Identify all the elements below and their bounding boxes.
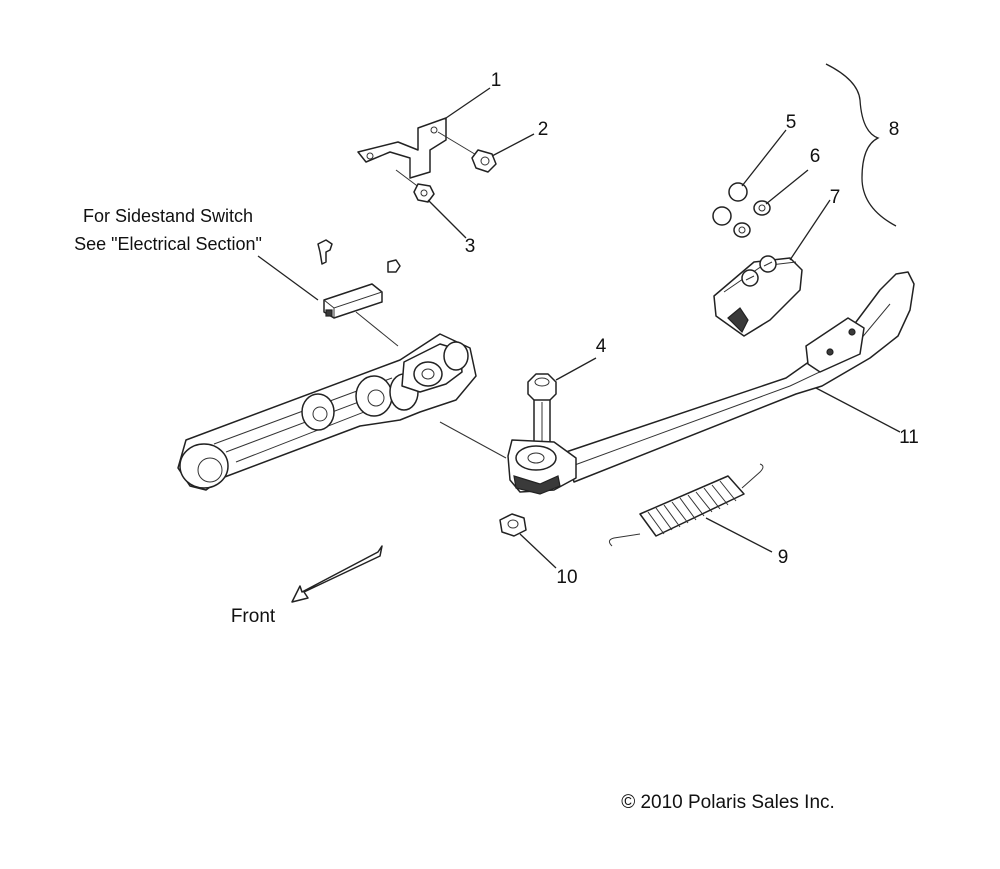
part-spring	[608, 463, 764, 547]
note-line-1: For Sidestand Switch	[83, 206, 253, 226]
callout-10: 10	[556, 567, 577, 588]
leader-lines	[257, 87, 901, 569]
part-bolt-3	[395, 169, 435, 203]
part-foot-pad	[713, 255, 803, 337]
note-line-2: See "Electrical Section"	[74, 234, 262, 254]
callout-11: 11	[899, 427, 919, 448]
callout-8: 8	[889, 119, 900, 140]
part-bracket	[357, 117, 447, 179]
callout-4: 4	[596, 336, 607, 357]
group-brace	[825, 63, 897, 227]
part-frame-mount	[177, 333, 477, 491]
front-direction-label: Front	[231, 606, 276, 627]
copyright-text: © 2010 Polaris Sales Inc.	[621, 792, 835, 813]
part-fasteners-5-6	[712, 182, 771, 238]
callout-1: 1	[491, 70, 502, 91]
callout-2: 2	[538, 119, 549, 140]
callout-9: 9	[778, 547, 789, 568]
part-sidestand-arm	[507, 271, 915, 495]
part-nut	[499, 513, 527, 537]
front-arrow-icon	[291, 545, 383, 603]
callout-6: 6	[810, 146, 821, 167]
callout-5: 5	[786, 112, 797, 133]
part-pivot-bolt	[439, 373, 557, 459]
callout-7: 7	[830, 187, 841, 208]
part-bolt-2	[437, 131, 497, 173]
callout-3: 3	[465, 236, 476, 257]
part-sidestand-switch	[317, 239, 401, 347]
